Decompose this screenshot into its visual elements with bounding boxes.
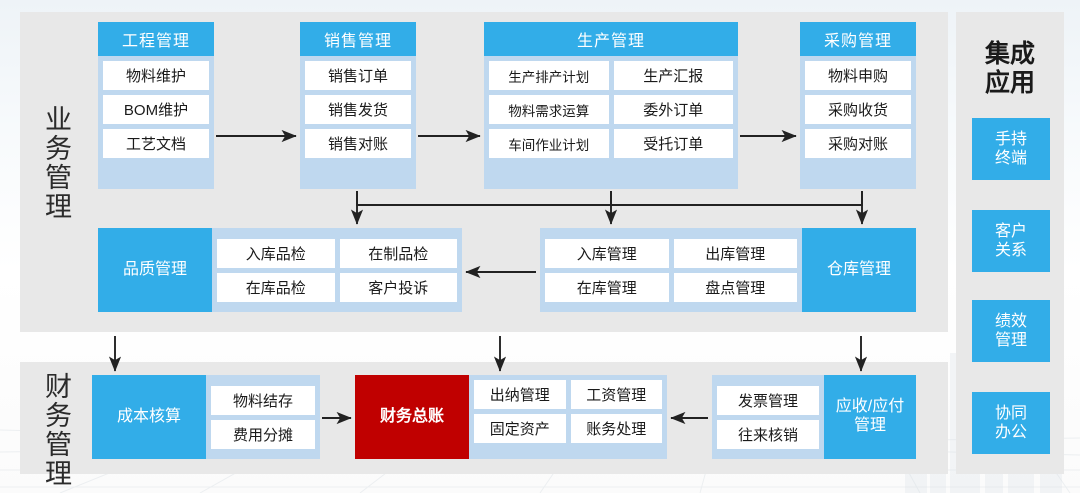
cell-material-requisition[interactable]: 物料申购	[805, 61, 911, 90]
integrated-apps-title-line1: 集成	[984, 40, 1035, 68]
cell-purchase-receipt[interactable]: 采购收货	[805, 95, 911, 124]
integrated-apps-title: 集成 应用	[956, 40, 1064, 97]
finance-section-label: 财务管理	[41, 372, 71, 488]
cell-bom-maintenance[interactable]: BOM维护	[103, 95, 209, 124]
cell-customer-complaint[interactable]: 客户投诉	[339, 272, 457, 302]
cell-production-report[interactable]: 生产汇报	[613, 61, 733, 90]
app-customer-relations-line2: 关系	[994, 242, 1027, 259]
app-button-collaborative-office[interactable]: 协同 办公	[972, 392, 1050, 454]
cell-sales-reconciliation[interactable]: 销售对账	[305, 129, 411, 158]
app-performance-management-line2: 管理	[994, 332, 1027, 349]
group-purchasing-header: 采购管理	[800, 22, 916, 56]
app-button-performance-management[interactable]: 绩效 管理	[972, 300, 1050, 362]
cell-inbound-inspection[interactable]: 入库品检	[217, 238, 335, 268]
cell-material-balance[interactable]: 物料结存	[211, 385, 315, 415]
group-purchasing[interactable]: 采购管理 物料申购 采购收货 采购对账	[800, 22, 916, 189]
group-production[interactable]: 生产管理 生产排产计划 生产汇报 物料需求运算 委外订单 车间作业计划 受托订单	[484, 22, 738, 189]
cell-process-document[interactable]: 工艺文档	[103, 129, 209, 158]
app-button-handheld-terminal[interactable]: 手持 终端	[972, 118, 1050, 180]
cell-outbound-management[interactable]: 出库管理	[673, 238, 797, 268]
app-collaborative-office-line2: 办公	[994, 424, 1027, 441]
app-performance-management-line1: 绩效	[994, 312, 1027, 330]
cell-entrusted-order[interactable]: 受托订单	[613, 129, 733, 158]
app-button-customer-relations[interactable]: 客户 关系	[972, 210, 1050, 272]
cell-settlement-writeoff[interactable]: 往来核销	[717, 419, 819, 449]
cell-accounting-processing[interactable]: 账务处理	[570, 414, 662, 443]
cell-material-maintenance[interactable]: 物料维护	[103, 61, 209, 90]
cell-outsourcing-order[interactable]: 委外订单	[613, 95, 733, 124]
cell-cashier-management[interactable]: 出纳管理	[474, 380, 566, 409]
cell-wip-inspection[interactable]: 在制品检	[339, 238, 457, 268]
cell-inbound-management[interactable]: 入库管理	[545, 238, 669, 268]
cell-fixed-assets[interactable]: 固定资产	[474, 414, 566, 443]
group-engineering[interactable]: 工程管理 物料维护 BOM维护 工艺文档	[98, 22, 214, 189]
group-cost-accounting[interactable]: 成本核算 物料结存 费用分摊	[92, 375, 320, 459]
group-warehouse-block: 仓库管理	[802, 228, 916, 312]
cell-material-requirement-calc[interactable]: 物料需求运算	[489, 95, 609, 124]
cell-sales-order[interactable]: 销售订单	[305, 61, 411, 90]
cell-sales-delivery[interactable]: 销售发货	[305, 95, 411, 124]
group-general-ledger-block: 财务总账	[355, 375, 469, 459]
cell-expense-allocation[interactable]: 费用分摊	[211, 419, 315, 449]
cell-stocktaking-management[interactable]: 盘点管理	[673, 272, 797, 302]
cell-instock-inspection[interactable]: 在库品检	[217, 272, 335, 302]
group-sales-header: 销售管理	[300, 22, 416, 56]
app-collaborative-office-line1: 协同	[994, 404, 1027, 422]
group-production-header: 生产管理	[484, 22, 738, 56]
integrated-apps-title-line2: 应用	[984, 68, 1035, 97]
cell-workshop-job-plan[interactable]: 车间作业计划	[489, 129, 609, 158]
app-handheld-terminal-line1: 手持	[994, 130, 1027, 148]
group-warehouse[interactable]: 入库管理 出库管理 在库管理 盘点管理 仓库管理	[540, 228, 916, 312]
group-engineering-header: 工程管理	[98, 22, 214, 56]
cell-invoice-management[interactable]: 发票管理	[717, 385, 819, 415]
group-receivable-payable[interactable]: 发票管理 往来核销 应收/应付 管理	[712, 375, 916, 459]
cell-production-schedule-plan[interactable]: 生产排产计划	[489, 61, 609, 90]
app-customer-relations-line1: 客户	[994, 222, 1027, 240]
group-sales[interactable]: 销售管理 销售订单 销售发货 销售对账	[300, 22, 416, 189]
business-section-label: 业务管理	[41, 105, 71, 221]
group-accounting-functions[interactable]: 出纳管理 工资管理 固定资产 账务处理	[469, 375, 667, 459]
group-cost-accounting-block: 成本核算	[92, 375, 206, 459]
cell-payroll-management[interactable]: 工资管理	[570, 380, 662, 409]
app-handheld-terminal-line2: 终端	[994, 150, 1027, 167]
group-general-ledger[interactable]: 财务总账	[355, 375, 469, 459]
group-receivable-payable-block: 应收/应付 管理	[824, 375, 916, 459]
group-quality[interactable]: 品质管理 入库品检 在制品检 在库品检 客户投诉	[98, 228, 462, 312]
cell-purchase-reconciliation[interactable]: 采购对账	[805, 129, 911, 158]
cell-instock-management[interactable]: 在库管理	[545, 272, 669, 302]
group-quality-block: 品质管理	[98, 228, 212, 312]
